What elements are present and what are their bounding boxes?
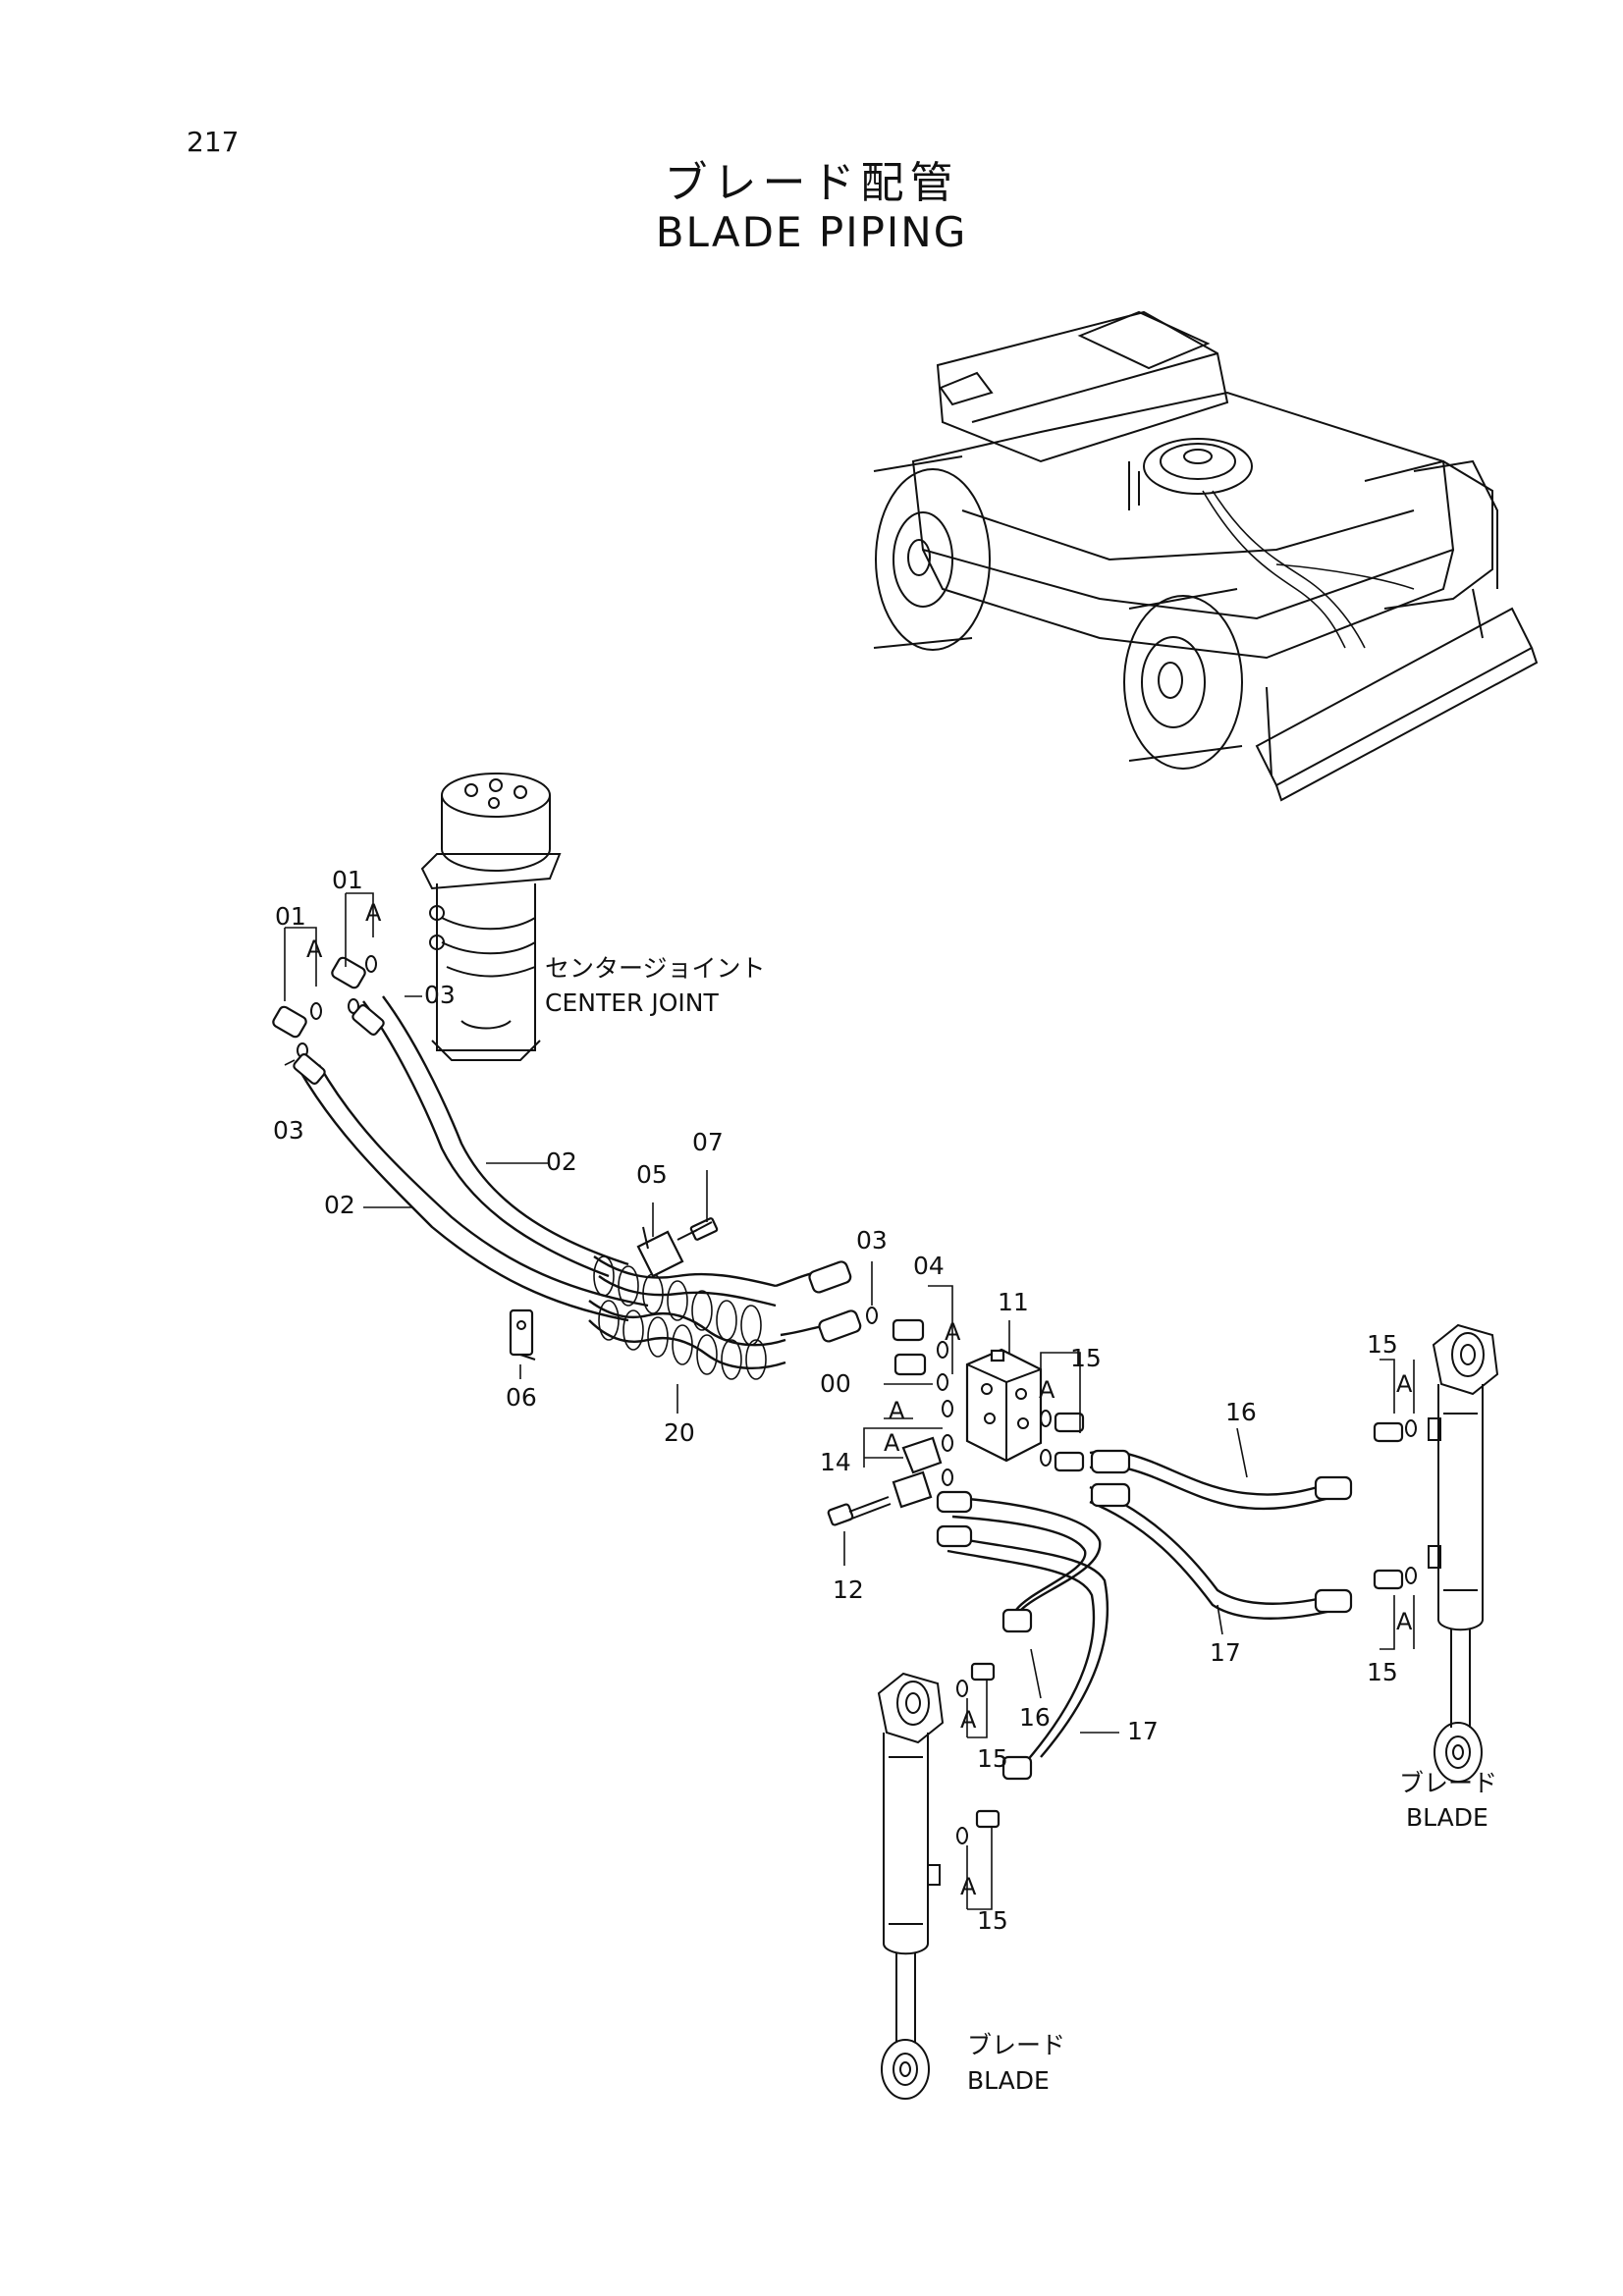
label-15-left-lower: 15 — [977, 1906, 1008, 1935]
label-01-left: 01 — [275, 902, 306, 931]
label-11: 11 — [998, 1288, 1029, 1316]
label-a-01-left: A — [306, 935, 323, 963]
blade-right-en: BLADE — [1406, 1803, 1488, 1832]
blade-left-en: BLADE — [967, 2066, 1050, 2095]
label-a-14: A — [884, 1429, 900, 1457]
label-16-left: 16 — [1019, 1703, 1051, 1732]
valve-block-11 — [965, 1348, 1043, 1463]
center-joint-jp: センタージョイント — [545, 954, 766, 983]
label-04: 04 — [913, 1252, 945, 1280]
label-15-right-upper: 15 — [1367, 1330, 1398, 1359]
label-a-00: A — [889, 1397, 905, 1424]
hose-protector-20 — [588, 1255, 862, 1380]
hose-02-pair — [298, 995, 649, 1322]
page-number: 217 — [187, 126, 240, 158]
label-02-right: 02 — [546, 1148, 577, 1176]
valve-fittings — [827, 1307, 1085, 1526]
label-15-left-upper: 15 — [977, 1744, 1008, 1773]
label-17-left: 17 — [1127, 1717, 1159, 1745]
center-joint-illustration — [420, 773, 562, 1061]
label-20: 20 — [664, 1418, 695, 1447]
label-03-valve: 03 — [856, 1226, 888, 1255]
center-joint-en: CENTER JOINT — [545, 988, 719, 1017]
leader-lines — [284, 892, 1415, 1910]
center-joint-fittings — [272, 955, 385, 1086]
hoses-16-17-right — [1089, 1419, 1417, 1620]
hoses-16-17-left — [936, 1490, 1109, 1844]
label-12: 12 — [833, 1575, 864, 1604]
label-00: 00 — [820, 1369, 851, 1398]
vehicle-overview-illustration — [873, 310, 1539, 802]
blade-right-jp: ブレード — [1399, 1769, 1497, 1797]
label-a-15-right-upper: A — [1396, 1370, 1413, 1398]
title-japanese: ブレード配管 — [664, 158, 959, 208]
label-16-right: 16 — [1225, 1398, 1257, 1426]
label-a-04: A — [945, 1318, 961, 1346]
label-03-lower: 03 — [273, 1116, 304, 1145]
label-a-15-right-lower: A — [1396, 1608, 1413, 1635]
blade-left-jp: ブレード — [967, 2031, 1065, 2059]
title-english: BLADE PIPING — [655, 208, 968, 256]
label-15-valve: 15 — [1070, 1344, 1102, 1372]
label-02-left: 02 — [324, 1191, 355, 1219]
clamp-05-plate-06-bolt-07 — [509, 1217, 719, 1361]
label-a-15-left-upper: A — [960, 1706, 977, 1734]
label-05: 05 — [636, 1160, 668, 1189]
blade-cylinder-left — [877, 1672, 945, 2100]
blade-cylinder-right — [1428, 1323, 1499, 1783]
label-a-15-left-lower: A — [960, 1873, 977, 1900]
label-06: 06 — [506, 1383, 537, 1412]
label-14: 14 — [820, 1448, 851, 1476]
label-01-right: 01 — [332, 866, 363, 894]
label-17-right: 17 — [1210, 1638, 1241, 1667]
label-03-upper: 03 — [424, 981, 456, 1009]
label-07: 07 — [692, 1128, 724, 1156]
label-a-01-right: A — [365, 899, 382, 927]
label-a-15-valve: A — [1039, 1376, 1055, 1404]
label-15-right-lower: 15 — [1367, 1658, 1398, 1686]
